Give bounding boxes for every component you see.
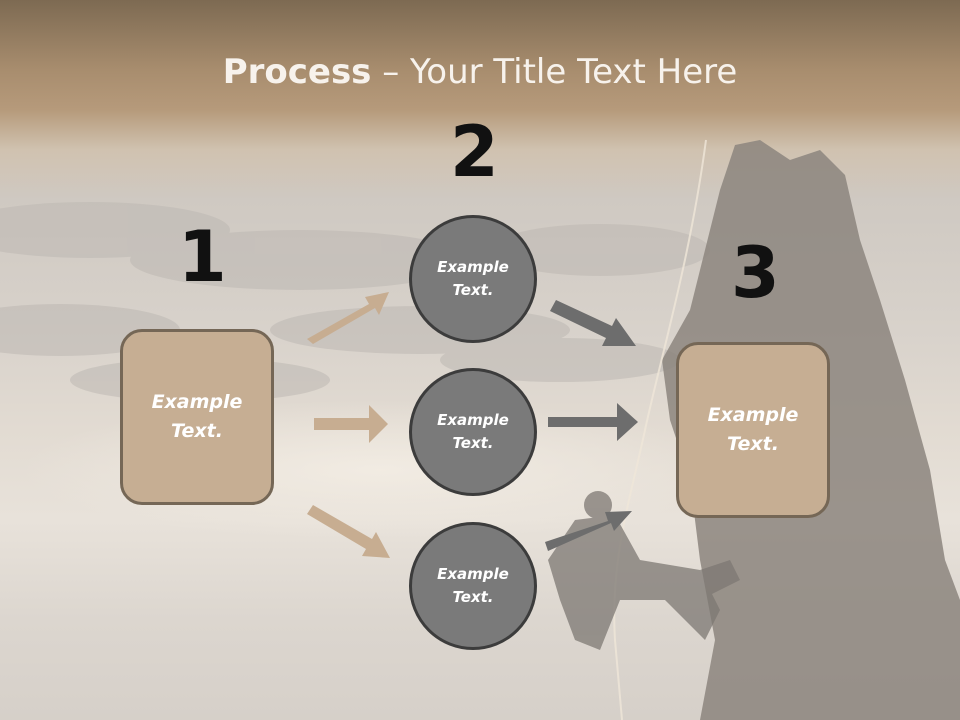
slide-title: Process – Your Title Text Here (0, 52, 960, 92)
climber (548, 491, 740, 650)
circle-top-line1: Example (437, 258, 509, 276)
arrow-from-top-circle (550, 300, 636, 346)
title-rest: – Your Title Text Here (371, 52, 738, 92)
arrow-to-bottom-circle (307, 505, 390, 558)
step-number-3: 3 (731, 232, 780, 314)
circle-middle-line1: Example (437, 411, 509, 429)
step-number-1: 1 (178, 216, 227, 298)
circle-bottom-line2: Text. (452, 588, 494, 606)
arrow-to-top-circle (307, 292, 389, 344)
arrow-from-middle-circle (548, 403, 638, 441)
title-bold: Process (222, 52, 372, 92)
step-3-line1: Example (707, 404, 799, 426)
step-1-line2: Text. (171, 420, 223, 442)
circle-top-line2: Text. (452, 281, 494, 299)
step-3-line2: Text. (727, 433, 779, 455)
step-number-2: 2 (450, 111, 499, 193)
arrow-to-middle-circle (314, 405, 388, 443)
arrow-from-bottom-circle (545, 511, 632, 551)
circle-middle-line2: Text. (452, 434, 494, 452)
circle-bottom-line1: Example (437, 565, 509, 583)
step-1-line1: Example (151, 391, 243, 413)
